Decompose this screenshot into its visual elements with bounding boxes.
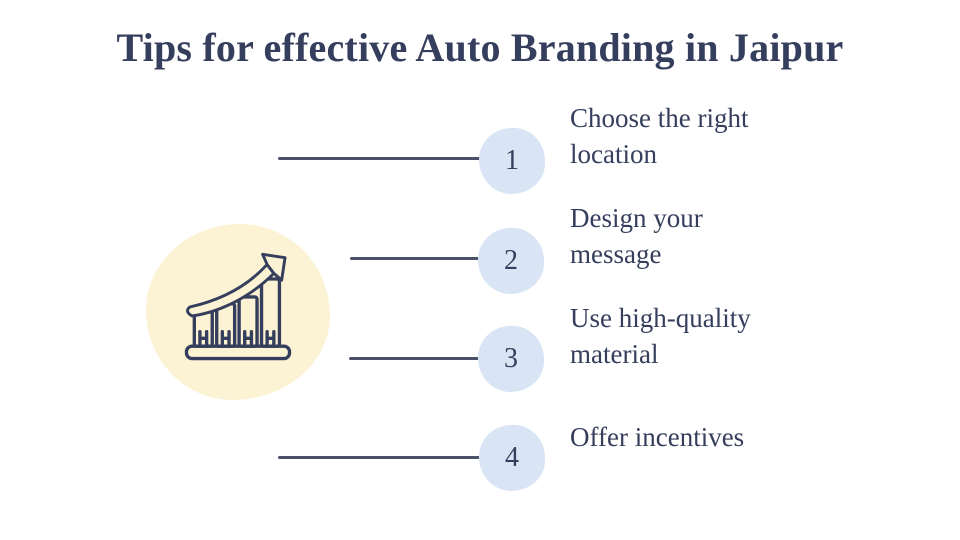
connector-line-2 xyxy=(350,257,480,260)
step-number: 2 xyxy=(504,245,518,276)
step-number-circle-4: 4 xyxy=(479,425,545,491)
step-number-circle-1: 1 xyxy=(479,128,545,194)
bar-3-detail xyxy=(243,329,254,348)
step-number-circle-3: 3 xyxy=(478,326,544,392)
connector-line-4 xyxy=(278,456,480,459)
step-label-line: Choose the right xyxy=(570,103,749,133)
page-title: Tips for effective Auto Branding in Jaip… xyxy=(116,25,844,70)
step-label-4: Offer incentives xyxy=(570,419,930,455)
bar-1-detail xyxy=(198,329,209,348)
growth-chart-icon xyxy=(184,252,292,361)
step-label-3: Use high-quality material xyxy=(570,300,930,372)
step-label-line: Offer incentives xyxy=(570,422,745,452)
arrow-band xyxy=(186,262,276,318)
arrow-head xyxy=(261,252,287,282)
chart-base xyxy=(184,344,292,361)
step-label-line: message xyxy=(570,239,662,269)
step-number: 3 xyxy=(504,343,518,374)
bar-2-detail xyxy=(220,329,231,348)
step-label-line: Design your xyxy=(570,203,703,233)
step-number-circle-2: 2 xyxy=(478,228,544,294)
connector-line-3 xyxy=(349,357,479,360)
step-label-2: Design your message xyxy=(570,200,930,272)
step-label-line: location xyxy=(570,139,657,169)
bar-4 xyxy=(259,277,282,348)
step-label-1: Choose the right location xyxy=(570,100,930,172)
step-number: 4 xyxy=(505,442,519,473)
connector-line-1 xyxy=(278,157,482,160)
step-label-line: Use high-quality xyxy=(570,303,751,333)
bar-4-detail xyxy=(265,329,276,348)
step-label-line: material xyxy=(570,339,659,369)
step-number: 1 xyxy=(505,145,519,176)
